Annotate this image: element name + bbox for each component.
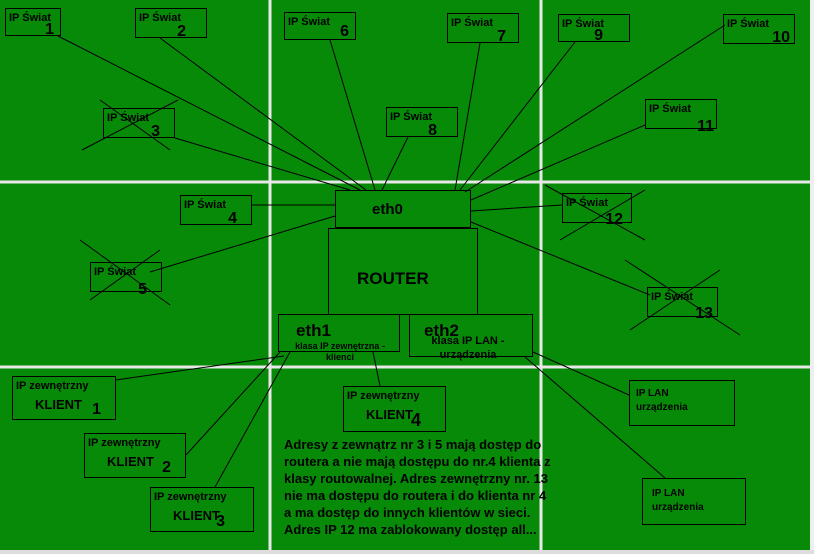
lan-device-box-1[interactable]: IP LAN urządzenia [629,380,735,426]
lan-device-box-2[interactable]: IP LAN urządzenia [642,478,746,525]
eth0-interface[interactable]: eth0 [335,190,471,228]
right-edge [810,0,814,554]
router-box[interactable]: ROUTER [328,228,478,315]
access-rules-note: Adresy z zewnątrz nr 3 i 5 mają dostęp d… [284,437,551,537]
links [57,24,726,488]
bottom-edge [0,550,814,554]
